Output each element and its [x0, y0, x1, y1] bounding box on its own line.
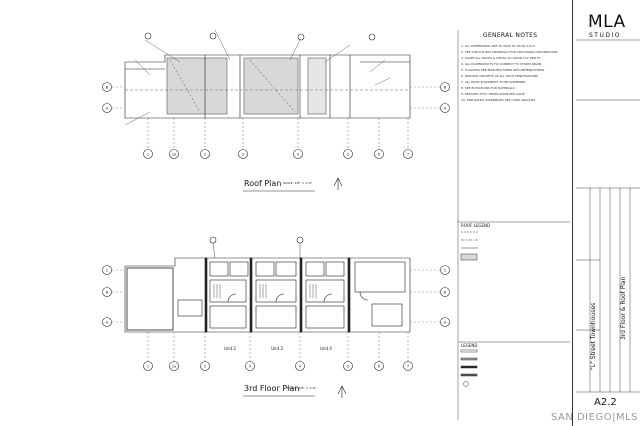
floor-grid-bubbles [102, 265, 450, 371]
note-line: 5. FLASHING PER MANUFACTURER RECOMMENDAT… [461, 68, 545, 72]
svg-text:5: 5 [347, 365, 349, 369]
svg-text:A: A [444, 107, 447, 111]
logo-studio: STUDIO [589, 32, 621, 39]
north-arrow-roof [333, 177, 343, 190]
note-line: 3. SLOPE ALL ROOFS & DECKS TO DRAIN 1/4"… [461, 56, 541, 60]
svg-text:6: 6 [378, 153, 380, 157]
svg-text:B: B [444, 291, 447, 295]
svg-text:5: 5 [347, 153, 349, 157]
note-line: 6. PROVIDE CRICKETS AT ALL ROOF PENETRAT… [461, 74, 538, 78]
roof-grid-bubble-labels: 1 1a 2 3 4 5 6 7 B A B A [106, 86, 447, 157]
svg-text:7: 7 [407, 365, 409, 369]
watermark: SAN DIEGO|MLS [550, 412, 638, 423]
svg-text:1a: 1a [172, 153, 176, 157]
third-floor-plan-scale: SCALE: 1/8" = 1'-0" [287, 386, 317, 390]
sheet-number: A2.2 [594, 397, 617, 408]
third-floor-plan [112, 236, 440, 362]
sheet-title: 3rd Floor & Roof Plan [620, 276, 627, 340]
roof-plan-scale: SCALE: 1/8" = 1'-0" [283, 181, 313, 185]
north-arrow-floor [337, 385, 347, 398]
note-line: 8. SEE ELEVATIONS FOR MATERIALS [461, 86, 515, 90]
unit-label: Unit 2 [224, 346, 236, 351]
note-line: 2. SEE STRUCTURAL DRAWINGS FOR ADDITIONA… [461, 50, 558, 54]
unit-label: Unit 4 [320, 346, 332, 351]
svg-text:2: 2 [204, 365, 206, 369]
svg-text:3: 3 [249, 365, 251, 369]
svg-text:B: B [444, 86, 447, 90]
svg-text:1: 1 [147, 365, 149, 369]
project-name: "L" Street Townhouses [590, 302, 597, 370]
svg-text:B: B [106, 291, 109, 295]
roof-legend-title: ROOF LEGEND [461, 223, 491, 228]
roof-plan-title: Roof Plan [244, 179, 282, 188]
floor-grid-bubble-labels: 1 1a 2 3 4 5 6 7 C B A C B A [106, 269, 447, 369]
notes-frame [457, 30, 570, 420]
svg-text:3: 3 [242, 153, 244, 157]
roof-grid-bubbles [102, 82, 450, 159]
third-floor-plan-title: 3rd Floor Plan [244, 384, 300, 393]
legend-swatches [460, 349, 478, 387]
note-line: 9. PROVIDE ATTIC VENTILATION PER CODE [461, 92, 525, 96]
svg-text:4: 4 [299, 365, 302, 369]
title-block-lines [576, 39, 640, 393]
svg-text:A: A [106, 321, 109, 325]
logo-mla: MLA [588, 12, 626, 32]
roof-legend-swatches [460, 231, 478, 261]
svg-text:6: 6 [378, 365, 380, 369]
unit-label: Unit 3 [271, 346, 283, 351]
svg-text:7: 7 [407, 153, 409, 157]
svg-text:1a: 1a [172, 365, 176, 369]
note-line: 1. ALL DIMENSIONS ARE TO FACE OF STUD U.… [461, 44, 536, 48]
title-block [572, 0, 640, 426]
note-line: 10. FIRE RATED ASSEMBLIES PER CODE ANALY… [461, 98, 536, 102]
svg-text:C: C [106, 269, 109, 273]
note-line: 7. ALL ROOF EQUIPMENT TO BE SCREENED [461, 80, 526, 84]
general-notes-title: GENERAL NOTES [483, 32, 538, 39]
roof-plan [112, 29, 440, 150]
svg-text:C: C [444, 269, 447, 273]
note-line: 4. ALL DOWNSPOUTS TO CONNECT TO STORM DR… [461, 62, 542, 66]
svg-text:A: A [444, 321, 447, 325]
svg-text:A: A [106, 107, 109, 111]
svg-text:2: 2 [204, 153, 206, 157]
svg-text:B: B [106, 86, 109, 90]
svg-text:1: 1 [147, 153, 149, 157]
legend-title: LEGEND [461, 343, 478, 348]
svg-text:4: 4 [297, 153, 300, 157]
